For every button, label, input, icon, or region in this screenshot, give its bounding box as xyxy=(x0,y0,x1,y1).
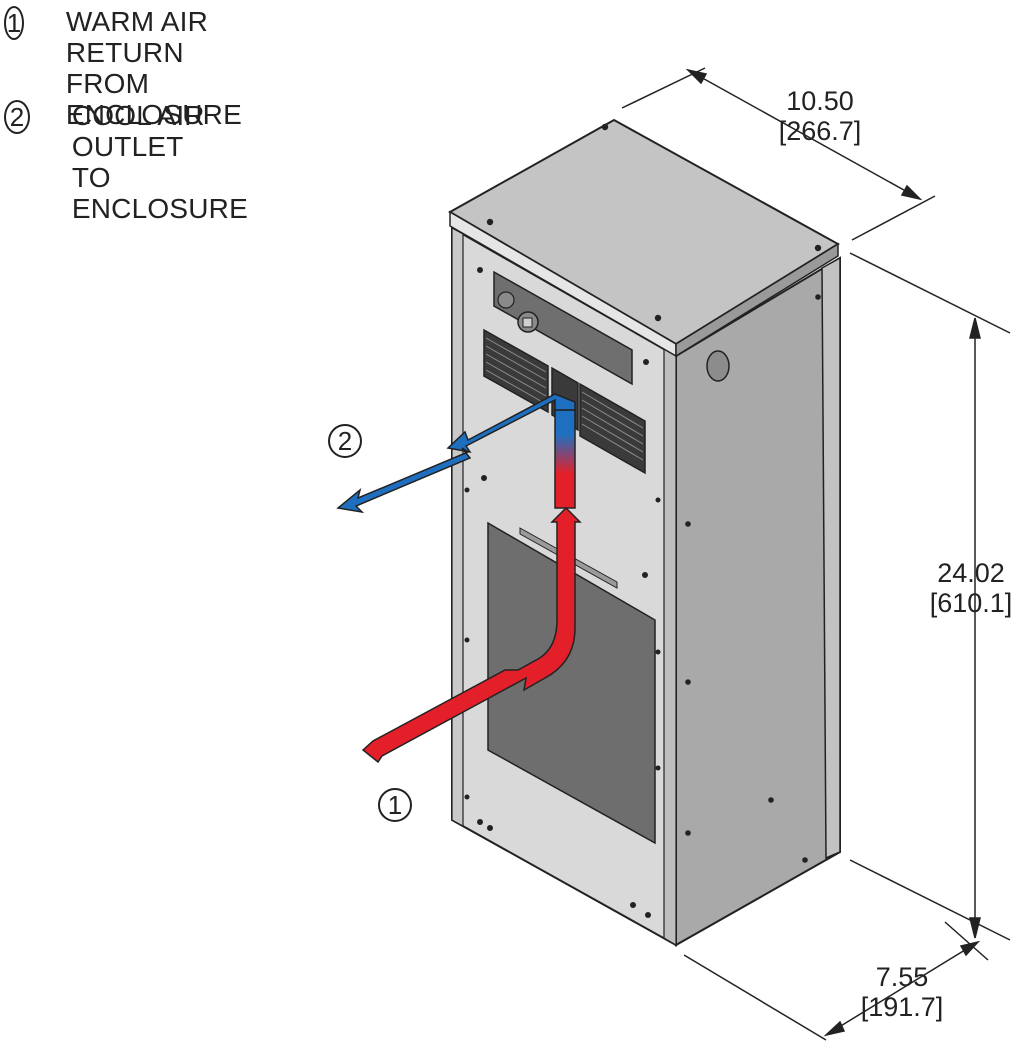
front-panel-right-flange xyxy=(663,347,677,947)
right-side-panel xyxy=(675,256,841,947)
warm-air-arrow xyxy=(361,506,582,764)
cool-air-arrow xyxy=(446,393,576,454)
legend-item-cool-air: 2 COOL AIR OUTLET TO ENCLOSURE xyxy=(4,100,256,224)
right-side-flange xyxy=(821,256,841,860)
legend-label-cool-air: COOL AIR OUTLET TO ENCLOSURE xyxy=(72,100,256,224)
depth-inch: 7.55 xyxy=(875,962,929,992)
legend-item-warm-air: 1 WARM AIR RETURN FROM ENCLOSURE xyxy=(4,6,256,130)
front-panel-left-flange xyxy=(451,226,464,828)
lower-filter-cutout xyxy=(487,521,656,845)
height-dimension-lines xyxy=(849,252,1011,941)
callout-2-icon: 2 xyxy=(328,424,362,458)
control-knob-inner-icon xyxy=(522,317,533,328)
height-dimension-label: 24.02 [610.1] xyxy=(918,558,1024,618)
control-plate xyxy=(493,270,633,386)
legend-line: WARM AIR RETURN FROM xyxy=(65,6,209,99)
callout-1-icon: 1 xyxy=(378,788,412,822)
control-port-icon xyxy=(497,291,515,309)
riser-arrow xyxy=(554,409,576,509)
depth-dimension-label: 7.55 [191.7] xyxy=(842,962,962,1022)
height-inch: 24.02 xyxy=(937,558,1005,588)
fastener-holes xyxy=(464,123,822,918)
top-lid-side-edge xyxy=(675,242,839,358)
height-mm: [610.1] xyxy=(929,588,1013,618)
legend-line: ENCLOSURE xyxy=(65,99,242,130)
depth-dimension-lines xyxy=(683,921,989,1041)
width-inch: 10.50 xyxy=(786,86,854,116)
cool-air-outlet-arrow xyxy=(336,447,472,514)
legend-line: COOL AIR OUTLET xyxy=(71,100,205,162)
number-2-icon: 2 xyxy=(4,100,30,134)
legend-line: TO ENCLOSURE xyxy=(71,162,248,224)
width-dimension-lines xyxy=(621,67,936,241)
width-dimension-label: 10.50 [266.7] xyxy=(760,86,880,146)
side-knockout xyxy=(706,350,730,382)
number-1-icon: 1 xyxy=(4,6,24,40)
width-mm: [266.7] xyxy=(778,116,862,146)
legend-label-warm-air: WARM AIR RETURN FROM ENCLOSURE xyxy=(66,6,256,130)
depth-mm: [191.7] xyxy=(860,992,944,1022)
